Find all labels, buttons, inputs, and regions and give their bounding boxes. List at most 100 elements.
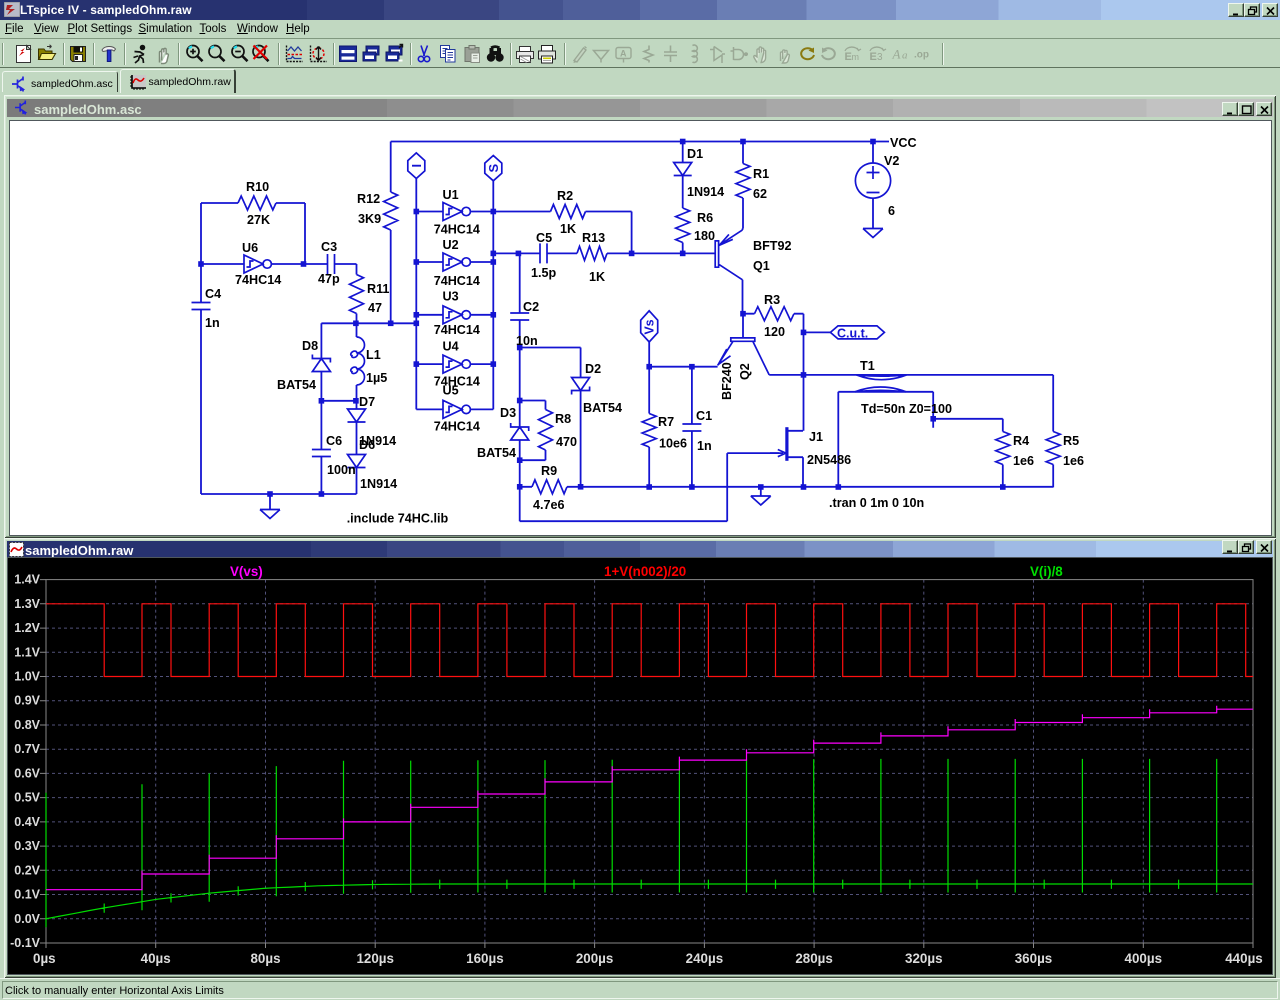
svg-text:360µs: 360µs — [1015, 951, 1053, 966]
svg-text:3K9: 3K9 — [358, 212, 381, 226]
svg-text:0.7V: 0.7V — [14, 742, 40, 756]
svg-text:C.u.t.: C.u.t. — [837, 327, 868, 341]
svg-text:47p: 47p — [318, 272, 340, 286]
svg-text:D6: D6 — [359, 438, 375, 452]
svg-text:BAT54: BAT54 — [477, 446, 516, 460]
svg-text:a: a — [902, 50, 908, 62]
svg-text:Vs: Vs — [643, 319, 657, 334]
svg-text:V(vs): V(vs) — [230, 564, 263, 579]
svg-text:400µs: 400µs — [1125, 951, 1163, 966]
svg-text:0.8V: 0.8V — [14, 718, 40, 732]
svg-text:U2: U2 — [443, 238, 459, 252]
svg-text:C6: C6 — [326, 434, 342, 448]
svg-text:1.4V: 1.4V — [14, 573, 40, 587]
svg-text:R6: R6 — [697, 211, 713, 225]
svg-text:6: 6 — [888, 204, 895, 218]
svg-text:R3: R3 — [764, 293, 780, 307]
svg-text:1.5p: 1.5p — [531, 266, 557, 280]
svg-text:.op: .op — [914, 50, 929, 61]
svg-text:J1: J1 — [809, 430, 823, 444]
svg-text:U5: U5 — [443, 384, 459, 398]
svg-text:180: 180 — [694, 229, 715, 243]
svg-text:1e6: 1e6 — [1013, 454, 1034, 468]
svg-text:10n: 10n — [516, 334, 538, 348]
svg-text:C5: C5 — [536, 231, 552, 245]
svg-text:C3: C3 — [321, 240, 337, 254]
svg-text:1N914: 1N914 — [687, 185, 724, 199]
svg-text:R4: R4 — [1013, 434, 1029, 448]
svg-text:62: 62 — [753, 187, 767, 201]
svg-text:240µs: 240µs — [686, 951, 724, 966]
svg-text:74HC14: 74HC14 — [434, 274, 480, 288]
svg-text:Q2: Q2 — [738, 363, 752, 380]
svg-text:1n: 1n — [205, 316, 220, 330]
svg-text:D3: D3 — [500, 406, 516, 420]
svg-text:74HC14: 74HC14 — [235, 273, 281, 287]
svg-text:0.3V: 0.3V — [14, 839, 40, 853]
svg-text:1N914: 1N914 — [360, 477, 397, 491]
svg-text:E: E — [844, 51, 851, 63]
svg-text:1+V(n002)/20: 1+V(n002)/20 — [604, 564, 686, 579]
svg-text:74HC14: 74HC14 — [434, 223, 480, 237]
svg-text:U4: U4 — [443, 339, 459, 353]
svg-text:2N5486: 2N5486 — [807, 453, 851, 467]
svg-text:I: I — [409, 164, 424, 168]
svg-text:1N914: 1N914 — [359, 434, 396, 448]
svg-text:U6: U6 — [242, 241, 258, 255]
svg-text:C4: C4 — [205, 287, 221, 301]
svg-text:1.1V: 1.1V — [14, 645, 40, 659]
svg-text:E: E — [870, 51, 877, 63]
svg-text:1.2V: 1.2V — [14, 621, 40, 635]
svg-text:L1: L1 — [366, 348, 381, 362]
svg-text:R7: R7 — [658, 415, 674, 429]
svg-text:D2: D2 — [585, 362, 601, 376]
svg-text:0.4V: 0.4V — [14, 815, 40, 829]
svg-text:0.2V: 0.2V — [14, 863, 40, 877]
svg-text:1.3V: 1.3V — [14, 597, 40, 611]
svg-text:0.0V: 0.0V — [14, 912, 40, 926]
svg-text:1e6: 1e6 — [1063, 454, 1084, 468]
svg-text:R1: R1 — [753, 167, 769, 181]
svg-text:440µs: 440µs — [1225, 951, 1263, 966]
svg-text:1.0V: 1.0V — [14, 670, 40, 684]
svg-text:U3: U3 — [443, 290, 459, 304]
svg-text:Q1: Q1 — [753, 259, 770, 273]
svg-text:0.5V: 0.5V — [14, 791, 40, 805]
svg-text:D1: D1 — [687, 147, 703, 161]
svg-text:BAT54: BAT54 — [583, 401, 622, 415]
svg-text:200µs: 200µs — [576, 951, 614, 966]
svg-text:3: 3 — [877, 52, 883, 63]
svg-text:470: 470 — [556, 435, 577, 449]
svg-text:BFT92: BFT92 — [753, 239, 792, 253]
svg-text:R11: R11 — [367, 282, 389, 296]
svg-text:47: 47 — [368, 301, 382, 315]
svg-text:1K: 1K — [589, 270, 605, 284]
svg-text:V2: V2 — [884, 154, 899, 168]
svg-text:V(i)/8: V(i)/8 — [1030, 564, 1063, 579]
svg-text:27K: 27K — [247, 213, 270, 227]
svg-text:.include 74HC.lib: .include 74HC.lib — [347, 512, 449, 526]
svg-text:40µs: 40µs — [141, 951, 171, 966]
svg-text:BAT54: BAT54 — [277, 378, 316, 392]
svg-text:1µ5: 1µ5 — [366, 371, 387, 385]
svg-text:-0.1V: -0.1V — [10, 936, 41, 950]
svg-text:R9: R9 — [541, 464, 557, 478]
svg-text:R2: R2 — [557, 189, 573, 203]
svg-text:R10: R10 — [246, 180, 269, 194]
svg-text:80µs: 80µs — [250, 951, 280, 966]
svg-text:1n: 1n — [697, 439, 712, 453]
svg-text:.tran 0 1m 0 10n: .tran 0 1m 0 10n — [829, 496, 924, 510]
svg-text:A: A — [892, 47, 901, 62]
svg-text:0.1V: 0.1V — [14, 888, 40, 902]
svg-text:10e6: 10e6 — [659, 437, 687, 451]
svg-text:VCC: VCC — [890, 136, 917, 150]
svg-text:T1: T1 — [860, 359, 875, 373]
svg-text:74HC14: 74HC14 — [434, 323, 480, 337]
svg-text:R8: R8 — [555, 412, 571, 426]
svg-text:D8: D8 — [302, 339, 318, 353]
svg-text:0.6V: 0.6V — [14, 766, 40, 780]
svg-text:4.7e6: 4.7e6 — [533, 498, 565, 512]
svg-text:0.9V: 0.9V — [14, 694, 40, 708]
svg-text:280µs: 280µs — [795, 951, 833, 966]
svg-text:U1: U1 — [443, 188, 459, 202]
